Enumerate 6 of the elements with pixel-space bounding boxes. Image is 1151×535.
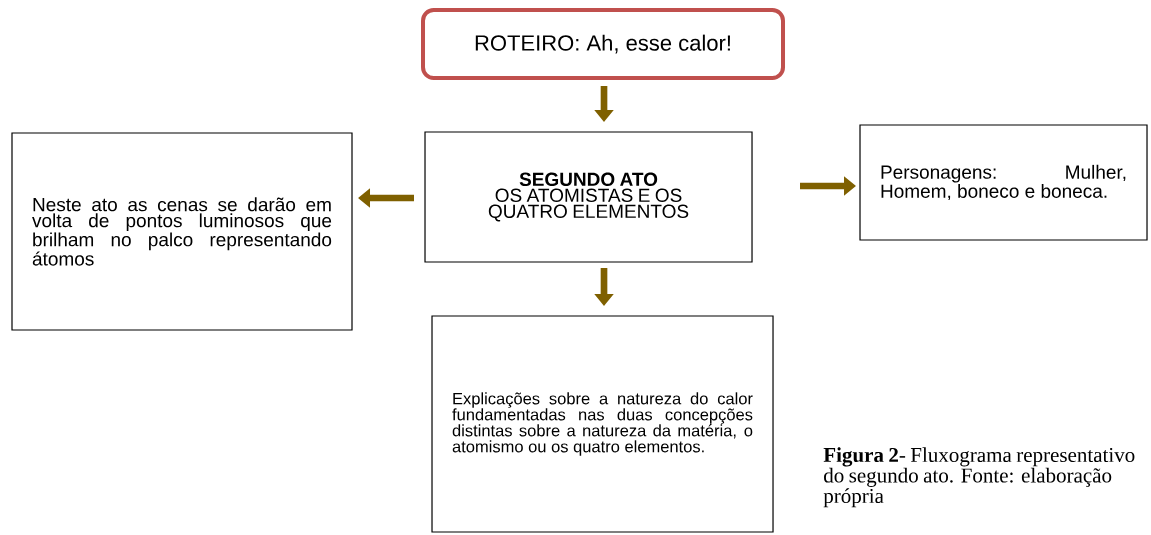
process-box: SEGUNDO ATO OS ATOMISTAS E OS QUATRO ELEMENTOS — [424, 131, 753, 263]
note-box: Personagens: Mulher, Homem, boneco e boneca. — [859, 124, 1148, 241]
title-box: ROTEIRO: Ah, esse calor! — [421, 8, 785, 80]
note-box: Neste ato as cenas se darão em volta de pontos luminosos que brilham no palco representando átomos — [11, 132, 353, 331]
caption: Figura 2- Fluxograma representativo do segundo ato. Fonte: elaboração própria — [823, 447, 1135, 508]
note-box: Explicações sobre a natureza do calor fundamentadas nas duas concepções distintas sobre a natureza da matéria, o atomismo ou os quatro elementos. — [431, 315, 774, 533]
